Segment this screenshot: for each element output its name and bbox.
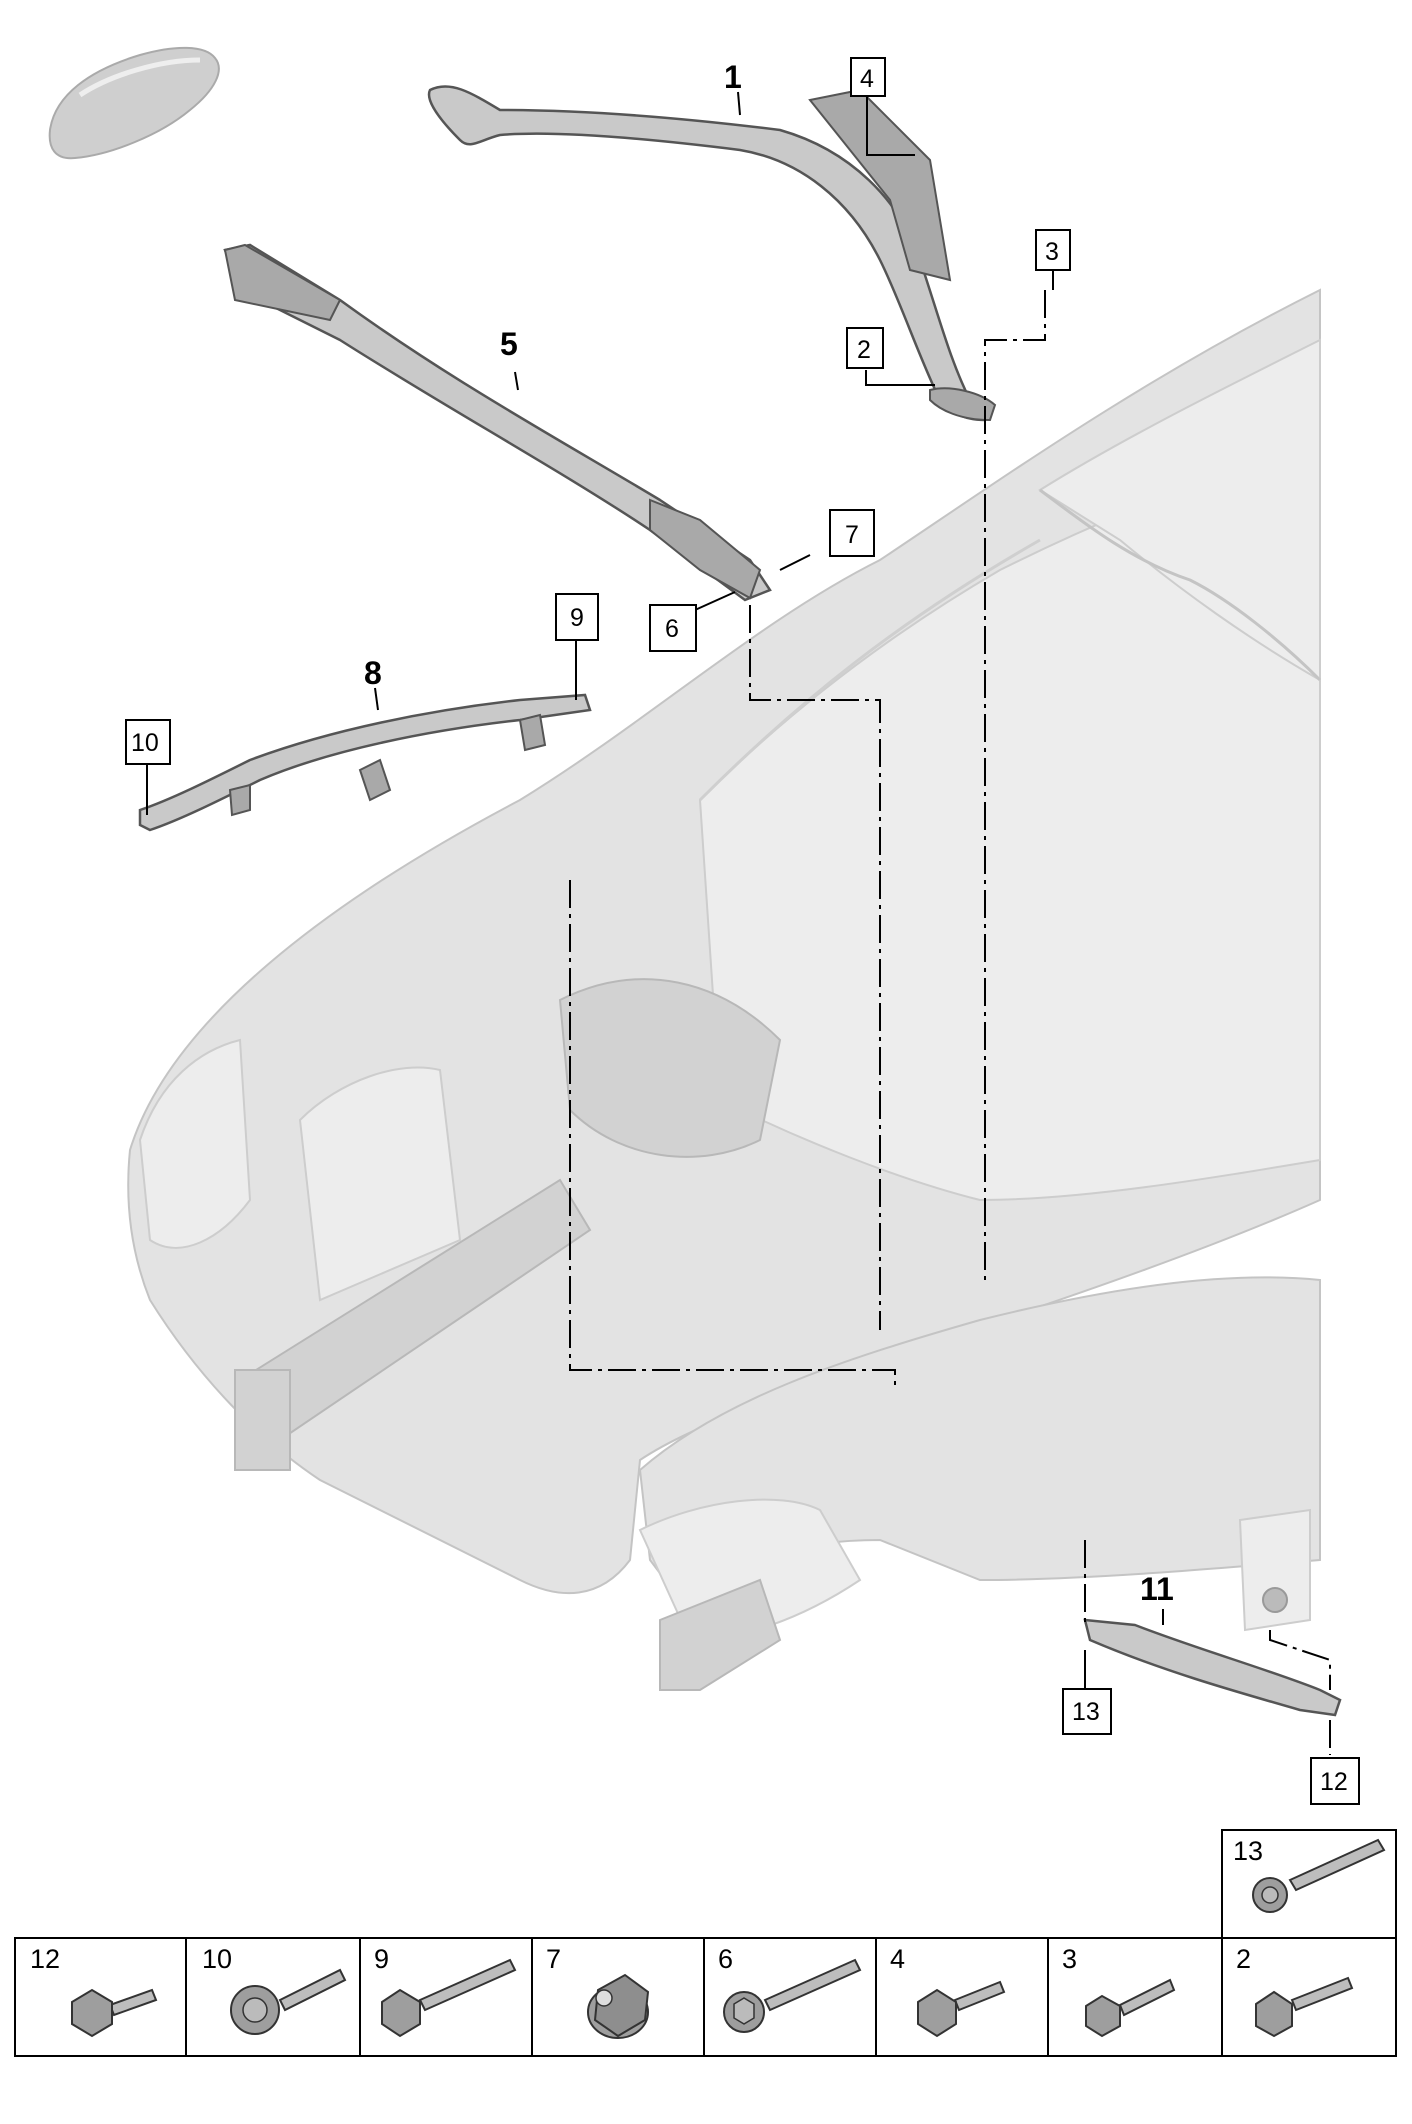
svg-text:9: 9 — [570, 604, 584, 632]
callout-3: 3 — [1035, 229, 1071, 271]
svg-text:6: 6 — [665, 615, 679, 643]
part-label-11: 11 — [1140, 1571, 1174, 1607]
part-1-pillar-reinforcement — [427, 85, 997, 422]
fastener-cell-10: 10 — [202, 1944, 347, 2035]
svg-text:12: 12 — [30, 1944, 60, 1974]
fastener-cell-9: 9 — [374, 1944, 517, 2038]
fastener-table: 12 10 9 7 — [14, 1937, 1397, 2057]
svg-text:2: 2 — [1236, 1944, 1251, 1974]
callout-9: 9 — [555, 593, 599, 641]
part-11-lower-bracket — [1083, 1618, 1342, 1717]
svg-text:4: 4 — [890, 1944, 905, 1974]
svg-text:13: 13 — [1233, 1836, 1263, 1866]
svg-text:4: 4 — [860, 65, 874, 93]
callout-13: 13 — [1062, 1688, 1112, 1735]
svg-text:13: 13 — [1072, 1698, 1100, 1726]
callout-7: 7 — [829, 509, 875, 557]
hex-bolt-icon — [71, 1988, 158, 2038]
fastener-cell-4: 4 — [890, 1944, 1006, 2038]
flange-bolt-icon — [723, 1958, 862, 2033]
hex-bolt-icon — [1085, 1978, 1176, 2038]
svg-text:10: 10 — [202, 1944, 232, 1974]
fastener-cell-2: 2 — [1236, 1944, 1354, 2038]
part-8-front-bracket — [138, 693, 592, 832]
part-label-5: 5 — [500, 326, 518, 362]
svg-text:2: 2 — [857, 336, 871, 364]
callout-10: 10 — [125, 719, 171, 765]
washer-bolt-icon — [230, 1968, 347, 2035]
svg-text:6: 6 — [718, 1944, 733, 1974]
part-5-roof-rail — [223, 243, 772, 602]
car-body-shell — [127, 288, 1322, 1691]
car-thumbnail-icon — [48, 46, 220, 160]
svg-text:3: 3 — [1062, 1944, 1077, 1974]
fastener-cell-3: 3 — [1062, 1944, 1176, 2038]
flange-nut-icon — [587, 1973, 650, 2039]
part-label-8: 8 — [364, 655, 382, 691]
svg-text:12: 12 — [1320, 1768, 1348, 1796]
flange-bolt-icon — [1252, 1838, 1386, 1913]
hex-bolt-icon — [917, 1980, 1006, 2038]
hex-bolt-icon — [1255, 1976, 1354, 2038]
svg-text:9: 9 — [374, 1944, 389, 1974]
svg-text:10: 10 — [131, 729, 159, 757]
part-label-1: 1 — [724, 59, 742, 95]
svg-text:7: 7 — [845, 521, 859, 549]
assembly-lines — [569, 290, 1331, 1755]
fastener-cell-12: 12 — [30, 1944, 158, 2038]
svg-text:7: 7 — [546, 1944, 561, 1974]
fastener-cell-6: 6 — [718, 1944, 862, 2033]
svg-text:3: 3 — [1045, 238, 1059, 266]
callout-12: 12 — [1310, 1757, 1360, 1805]
leader-lines — [146, 91, 1164, 1690]
fastener-cell-13: 13 — [1221, 1829, 1397, 1939]
callout-4: 4 — [850, 57, 886, 97]
callout-2: 2 — [846, 327, 884, 369]
callout-6: 6 — [649, 604, 697, 652]
hex-bolt-icon — [381, 1958, 517, 2038]
fastener-cell-7: 7 — [546, 1944, 650, 2039]
